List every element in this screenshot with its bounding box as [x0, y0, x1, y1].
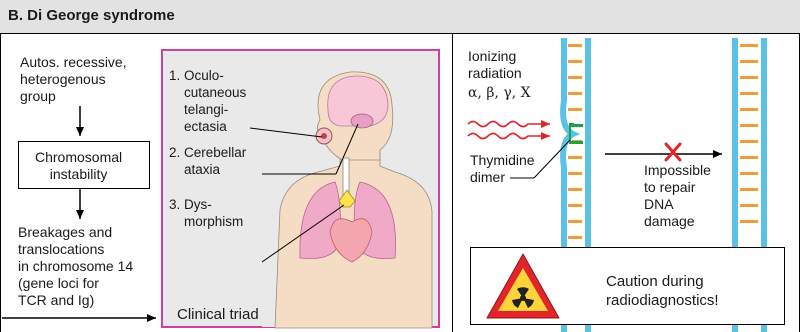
radiation-waves [468, 122, 550, 139]
thymidine-dimer-text: Thymidine dimer [470, 152, 535, 186]
triad-label: Clinical triad [177, 306, 259, 323]
triad-item-dysmorphism: 3. Dys- morphism [169, 196, 243, 230]
triad-item-telangiectasia: 1. Oculo- cutaneous telangi- ectasia [169, 67, 246, 135]
ionizing-radiation-text: Ionizing radiation [468, 48, 522, 82]
caution-box: Caution during radiodiagnostics! [470, 247, 785, 325]
caution-text: Caution during radiodiagnostics! [606, 272, 719, 310]
cross-mark [666, 144, 680, 160]
impossible-repair-text: Impossible to repair DNA damage [644, 162, 711, 230]
human-figure [262, 68, 432, 328]
triad-item-ataxia: 2. Cerebellar ataxia [169, 144, 246, 178]
radiation-types-text: α, β, γ, X [468, 85, 531, 102]
radiation-warning-icon [483, 248, 573, 324]
